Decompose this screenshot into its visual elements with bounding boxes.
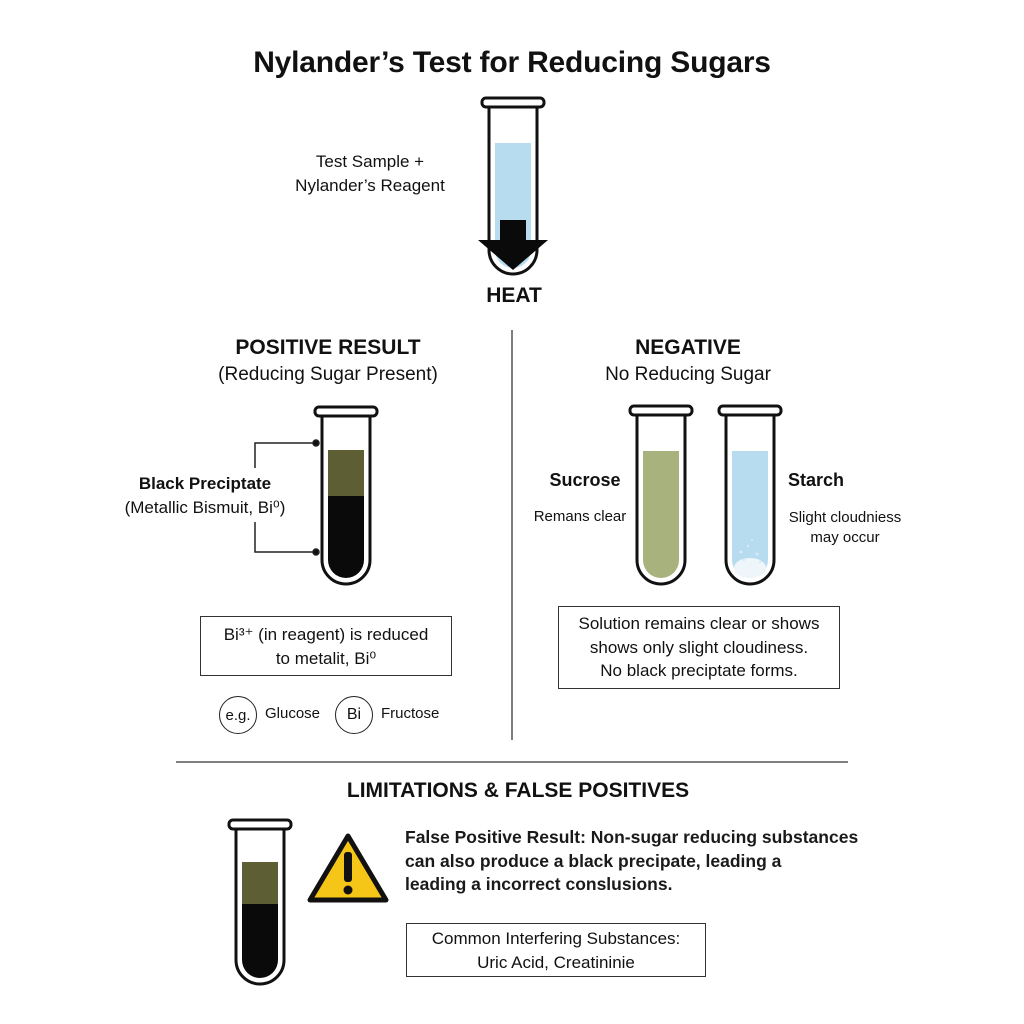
- negative-subheading: No Reducing Sugar: [605, 364, 771, 385]
- negative-summary-box: Solution remains clear or shows shows on…: [558, 606, 840, 689]
- positive-test-tube: [313, 405, 379, 586]
- precipitate-label-line1: Black Preciptate: [138, 474, 272, 493]
- false-positive-tube-rim: [227, 818, 293, 831]
- starch-tube-particles: [739, 539, 762, 564]
- reduction-info-box: Bi³⁺ (in reagent) is reduced to metalit,…: [200, 616, 452, 676]
- reduction-info-line1: Bi³⁺ (in reagent) is reduced: [223, 625, 429, 644]
- reduction-info-line2: to metalit, Bi⁰: [275, 649, 377, 668]
- sucrose-tube-liquid: [643, 451, 679, 578]
- example-glucose: Glucose: [265, 705, 321, 722]
- limitations-heading: LIMITATIONS & FALSE POSITIVES: [346, 779, 690, 802]
- starch-tube-rim: [717, 404, 783, 417]
- starch-note-line1: Slight cloudniess: [788, 509, 902, 526]
- starch-note: Slight cloudniess may occur: [780, 508, 910, 548]
- sample-label-line1: Test Sample +: [315, 152, 425, 171]
- positive-tube-supernatant: [328, 450, 364, 496]
- false-positive-warning-line1: False Positive Result: Non-sugar reducin…: [405, 827, 859, 847]
- positive-heading: POSITIVE RESULT: [235, 336, 421, 359]
- false-positive-warning-line3: leading a incorrect conslusions.: [405, 874, 673, 894]
- sample-label-line2: Nylander’s Reagent: [295, 176, 445, 195]
- starch-tube-cloudiness: [734, 558, 766, 578]
- negative-summary-line1: Solution remains clear or shows: [578, 614, 820, 633]
- interfering-substances-line1: Common Interfering Substances:: [431, 929, 681, 948]
- negative-summary-line2: shows only slight cloudiness.: [589, 637, 809, 657]
- negative-summary-line3: No black preciptate forms.: [600, 661, 798, 680]
- sample-label: Test Sample + Nylander’s Reagent: [270, 150, 470, 198]
- false-positive-warning-line2: can also produce a black precipate, lead…: [405, 850, 782, 871]
- page-title: Nylander’s Test for Reducing Sugars: [253, 46, 771, 79]
- precipitate-label: Black Preciptate (Metallic Bismuit, Bi⁰): [100, 472, 310, 520]
- example-fructose: Fructose: [381, 705, 440, 722]
- sucrose-test-tube: [628, 404, 694, 586]
- negative-heading: NEGATIVE: [635, 336, 741, 359]
- interfering-substances-line2: Uric Acid, Creatininie: [477, 953, 635, 972]
- sucrose-label: Sucrose: [549, 470, 621, 490]
- heat-label: HEAT: [486, 284, 542, 307]
- positive-tube-precipitate: [328, 496, 364, 578]
- false-positive-warning: False Positive Result: Non-sugar reducin…: [405, 826, 875, 897]
- false-positive-test-tube: [227, 818, 293, 986]
- starch-label: Starch: [787, 470, 845, 490]
- example-circle-eg: e.g.: [219, 696, 257, 734]
- false-positive-precipitate: [242, 904, 278, 978]
- positive-tube-rim: [313, 405, 379, 418]
- example-circle-bi: Bi: [335, 696, 373, 734]
- down-arrow-icon: [478, 220, 548, 270]
- false-positive-supernatant: [242, 862, 278, 904]
- sucrose-note: Remans clear: [533, 508, 627, 525]
- sucrose-tube-rim: [628, 404, 694, 417]
- interfering-substances-box: Common Interfering Substances: Uric Acid…: [406, 923, 706, 977]
- starch-tube-liquid: [732, 451, 768, 578]
- starch-note-line2: may occur: [810, 529, 880, 546]
- warning-triangle-icon: [307, 833, 389, 903]
- top-tube-rim: [480, 96, 546, 109]
- precipitate-bracket: [254, 439, 320, 556]
- positive-subheading: (Reducing Sugar Present): [218, 364, 438, 385]
- precipitate-label-line2: (Metallic Bismuit, Bi⁰): [124, 498, 286, 517]
- starch-test-tube: [717, 404, 783, 586]
